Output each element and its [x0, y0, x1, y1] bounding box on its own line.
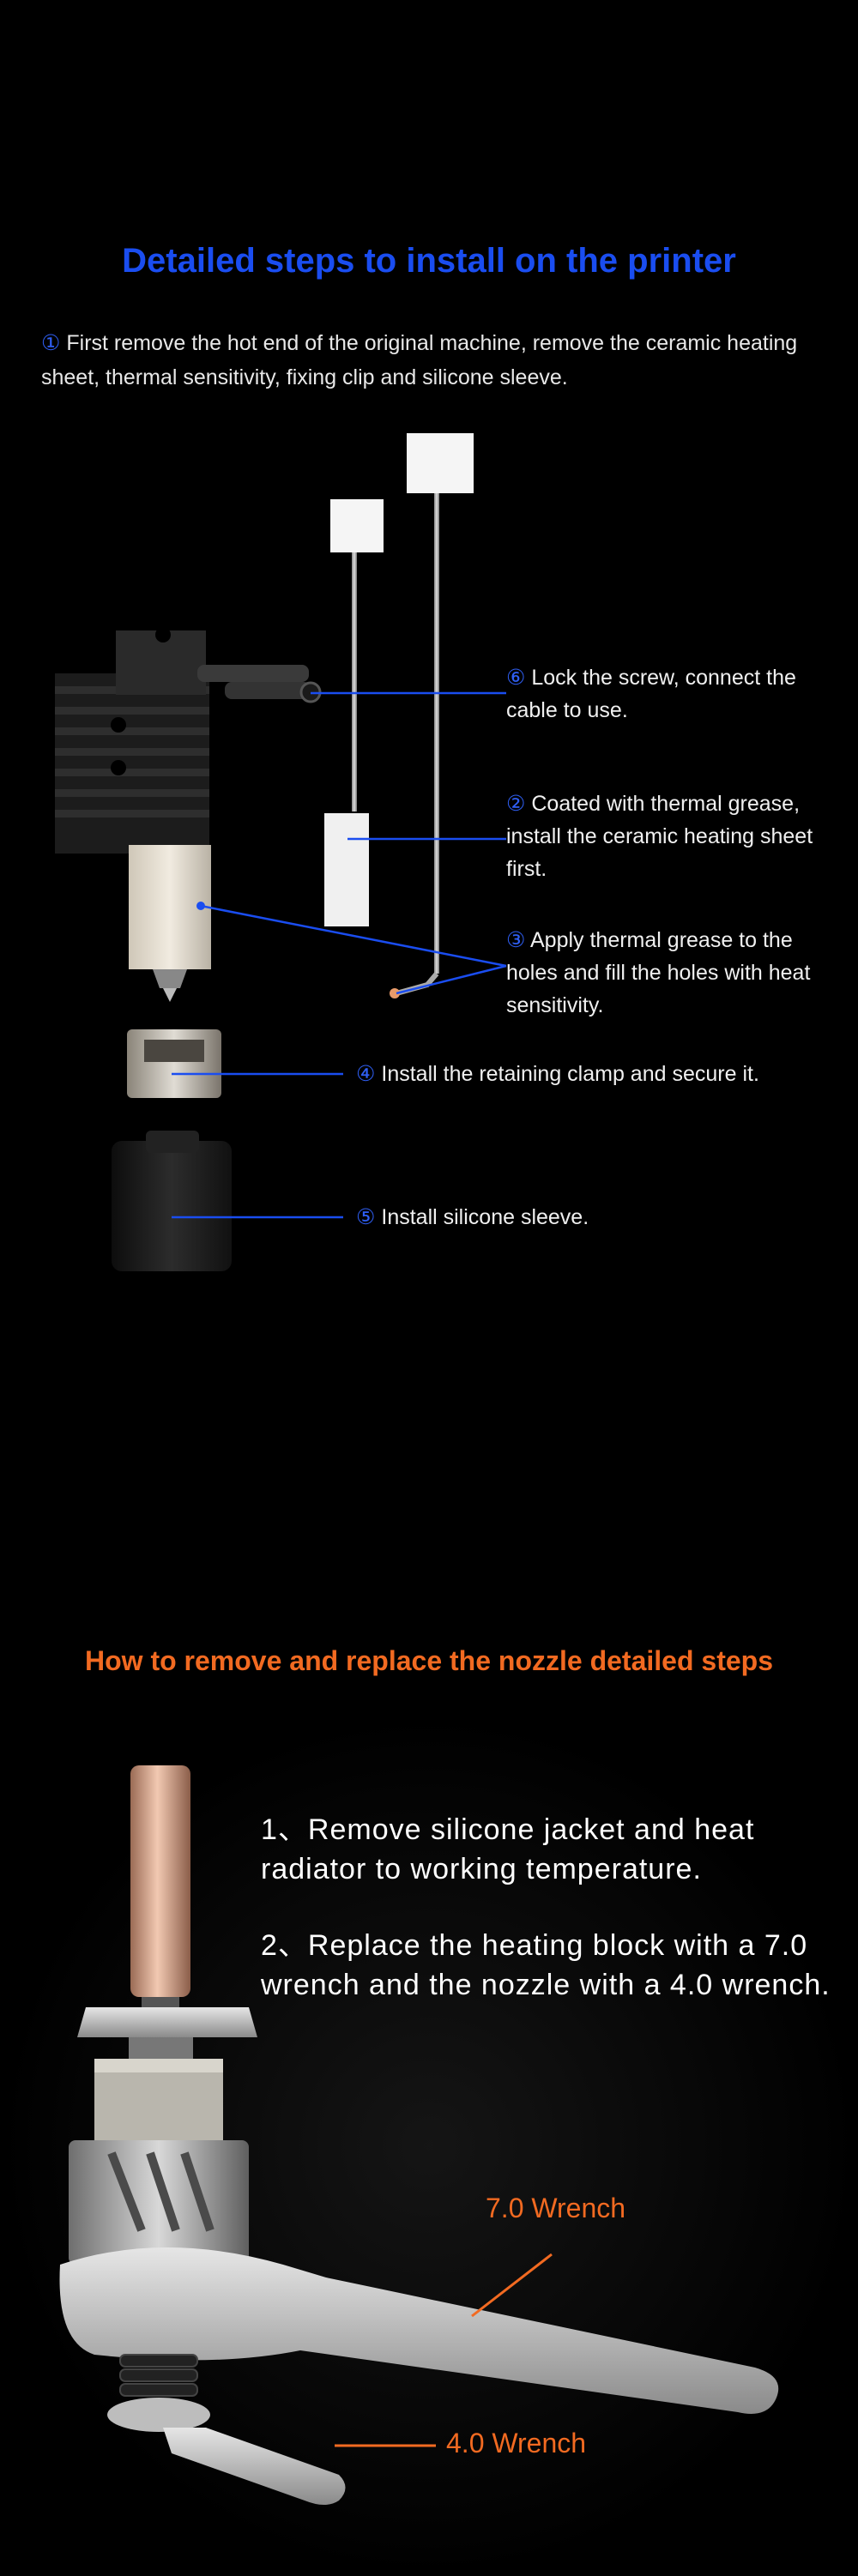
silicone-sleeve-part [112, 1131, 232, 1271]
wrench-4-0-head [107, 2398, 210, 2432]
callout-thermal-grease: ③ Apply thermal grease to the holes and … [506, 924, 832, 1022]
callout-silicone-sleeve: ⑤ Install silicone sleeve. [356, 1201, 845, 1234]
mounting-plate [77, 2007, 257, 2037]
callout-mark: ② [506, 792, 526, 816]
label-4-0-wrench: 4.0 Wrench [446, 2428, 587, 2458]
callout-text: Install the retaining clamp and secure i… [381, 1062, 759, 1086]
retaining-clamp-part [127, 1029, 221, 1098]
thermistor-part [324, 499, 384, 926]
callout-mark: ⑤ [356, 1205, 376, 1229]
install-intro: ① First remove the hot end of the origin… [41, 326, 831, 395]
heater-block-part [129, 845, 211, 1002]
callout-lock-screw: ⑥ Lock the screw, connect the cable to u… [506, 661, 832, 727]
callout-text: Install silicone sleeve. [381, 1205, 589, 1229]
callout-retaining-clamp: ④ Install the retaining clamp and secure… [356, 1058, 845, 1090]
label-7-0-wrench: 7.0 Wrench [486, 2193, 626, 2223]
heatsink-part [55, 627, 322, 854]
hotend-exploded-illustration [55, 433, 507, 1271]
nozzle-title: How to remove and replace the nozzle det… [85, 1645, 773, 1676]
callout-mark: ④ [356, 1062, 376, 1086]
clamp-body [69, 2140, 249, 2265]
heatbreak-tube [130, 1765, 190, 1997]
callout-text: Lock the screw, connect the cable to use… [506, 666, 796, 722]
callout-mark: ③ [506, 928, 526, 952]
wrench-7-0 [59, 2247, 779, 2414]
callout-lines [172, 691, 507, 1219]
callout-ceramic-sheet: ② Coated with thermal grease, install th… [506, 787, 832, 885]
callout-line-7-0 [471, 2253, 553, 2318]
callout-text: Apply thermal grease to the holes and fi… [506, 928, 811, 1017]
nozzle-threads [119, 2354, 198, 2397]
wrench-4-0 [163, 2428, 346, 2505]
intro-text: First remove the hot end of the original… [41, 331, 798, 389]
heater-block [94, 2059, 223, 2145]
nozzle-step-1: 1、Remove silicone jacket and heat radiat… [261, 1813, 755, 1885]
intro-mark: ① [41, 331, 61, 355]
callout-mark: ⑥ [506, 666, 526, 690]
install-title: Detailed steps to install on the printer [122, 242, 736, 280]
callout-text: Coated with thermal grease, install the … [506, 792, 813, 881]
nozzle-step-2: 2、Replace the heating block with a 7.0 w… [261, 1929, 831, 2001]
